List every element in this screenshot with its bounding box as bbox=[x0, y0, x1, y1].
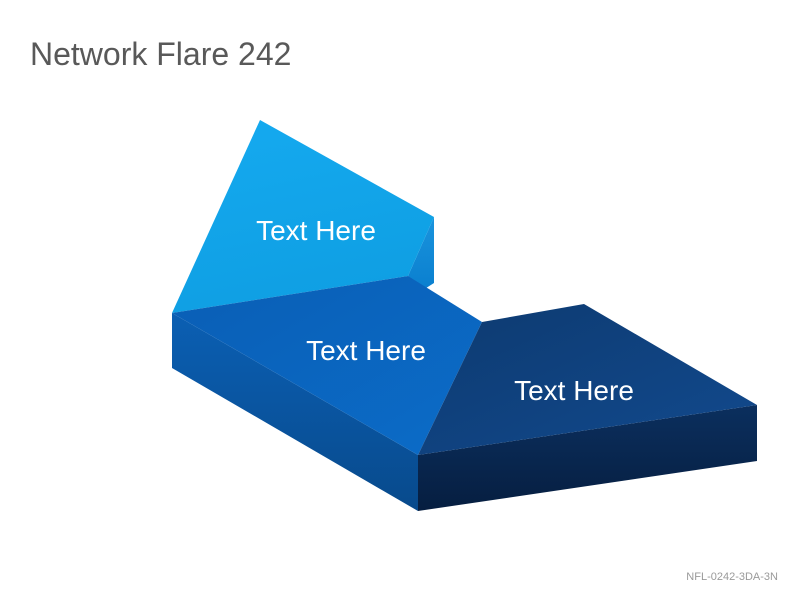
segment-1-side bbox=[408, 217, 434, 290]
segment-1-top bbox=[172, 120, 434, 313]
segment-1 bbox=[172, 120, 434, 313]
segment-3-label: Text Here bbox=[514, 375, 634, 406]
slide-title: Network Flare 242 bbox=[30, 36, 292, 72]
segment-3 bbox=[418, 304, 757, 511]
segment-3-front bbox=[418, 405, 757, 511]
segment-2-front bbox=[172, 313, 418, 511]
slide-code: NFL-0242-3DA-3N bbox=[686, 571, 778, 583]
segment-2-top bbox=[172, 276, 482, 455]
segment-1-label: Text Here bbox=[256, 215, 376, 246]
segment-2-label: Text Here bbox=[306, 335, 426, 366]
segment-3-top bbox=[418, 304, 757, 455]
segment-2 bbox=[172, 276, 482, 511]
